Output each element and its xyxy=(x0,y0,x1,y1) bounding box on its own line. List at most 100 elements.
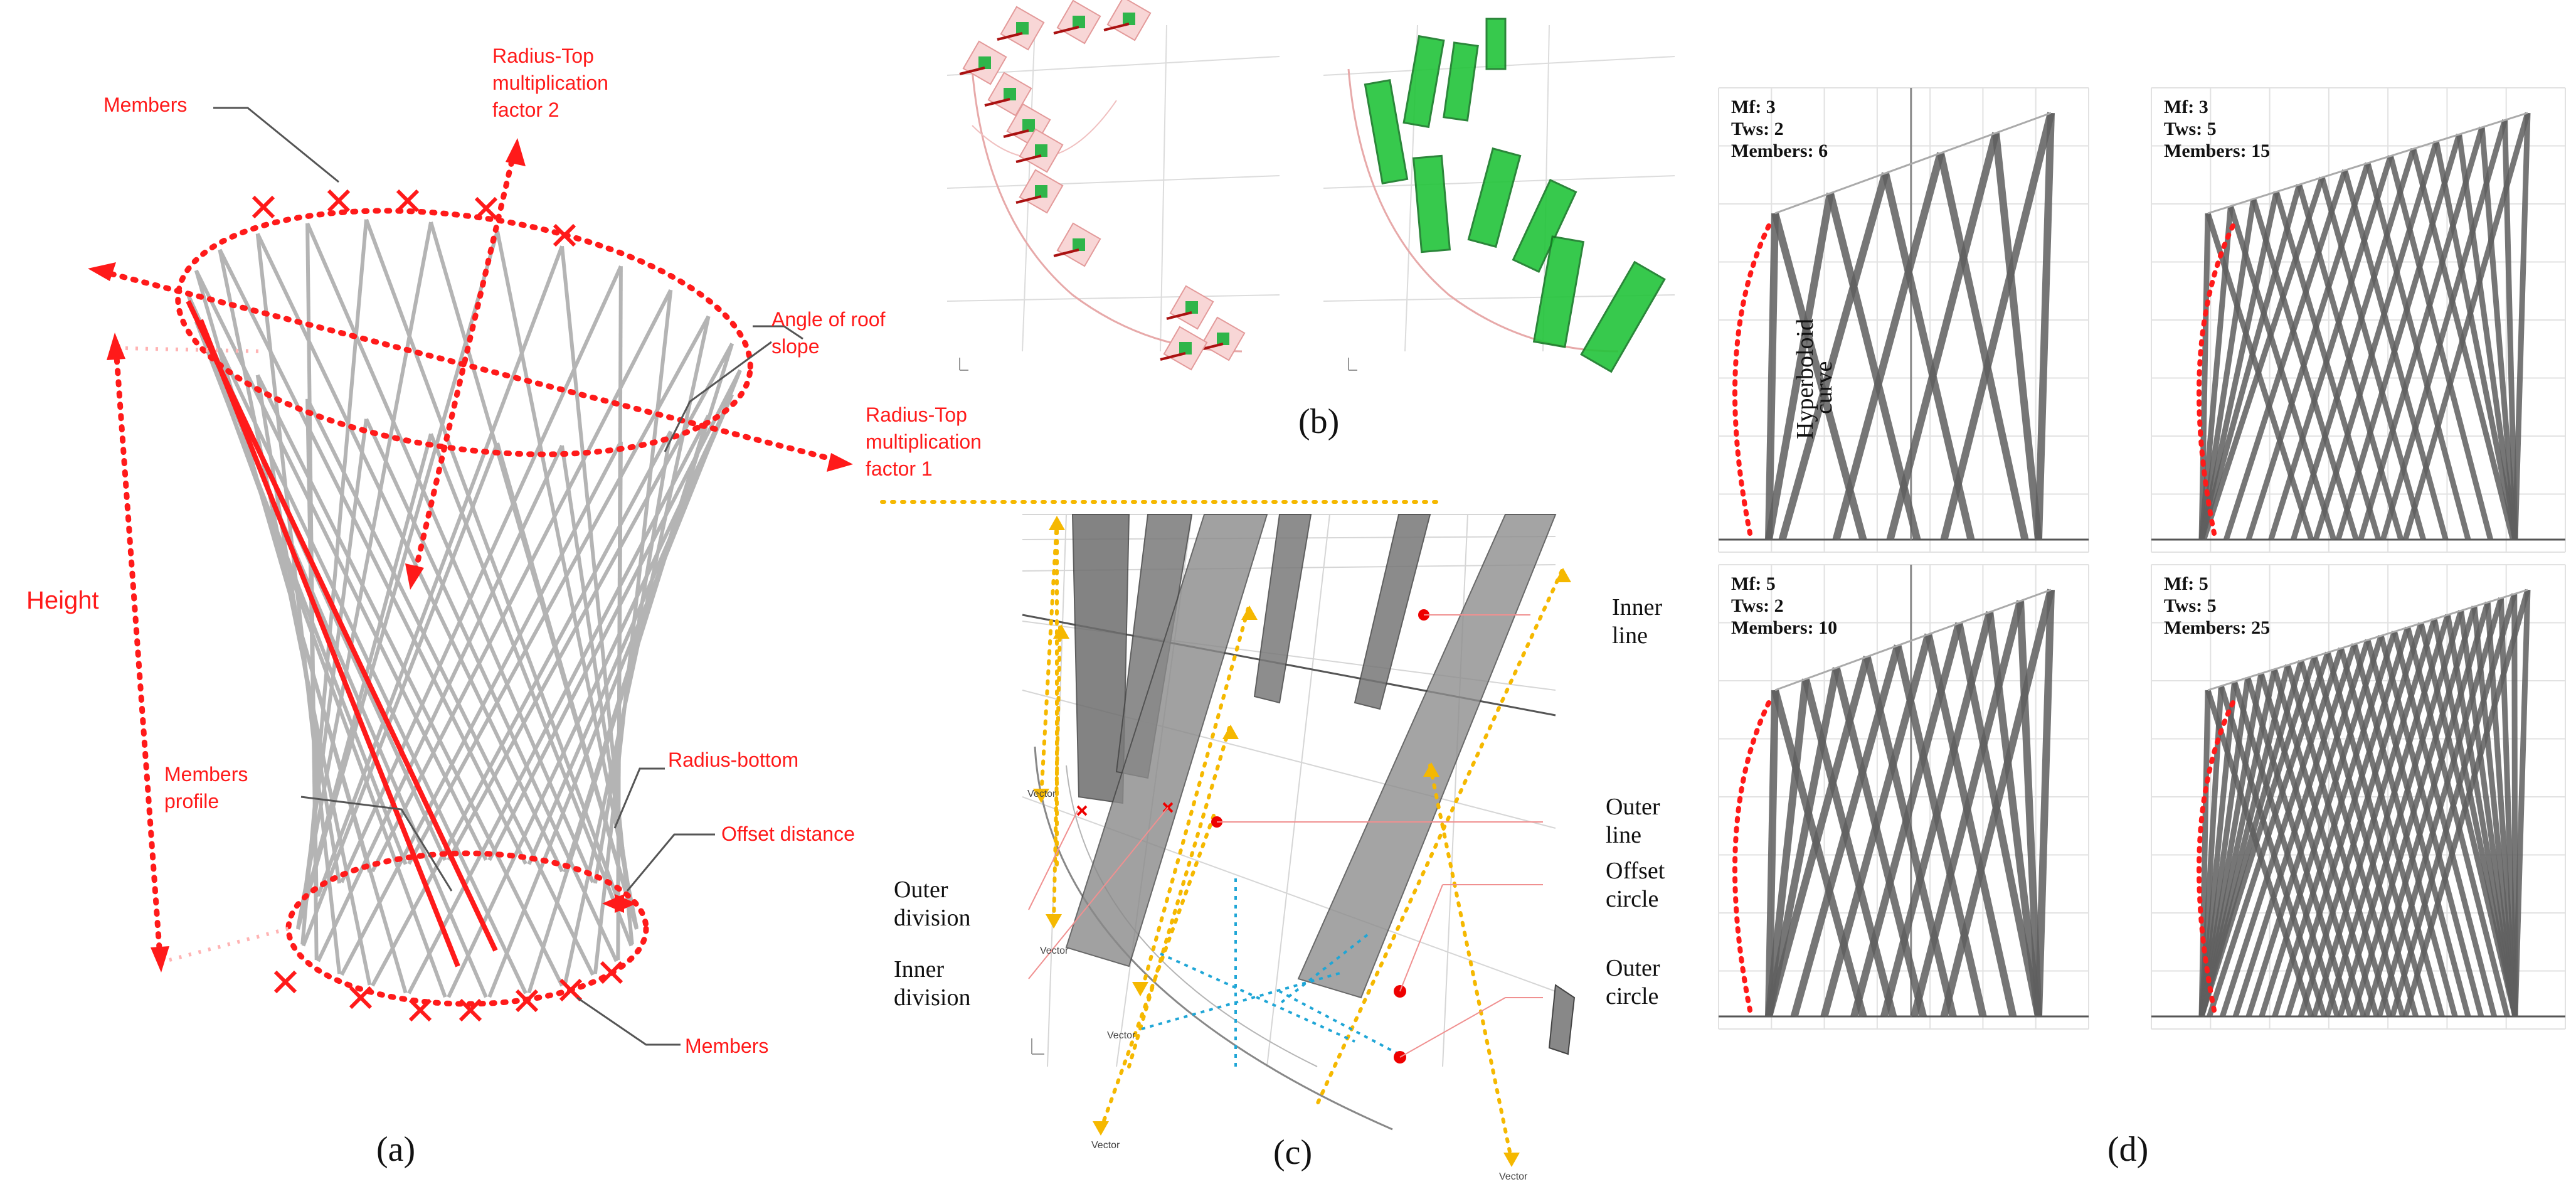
member-line xyxy=(2198,184,2303,541)
label-radius-top-2-line2: multiplication xyxy=(492,72,608,94)
member-line xyxy=(371,289,672,873)
variant-tws: Tws: 2 xyxy=(1731,119,1784,139)
member-line xyxy=(2350,605,2478,1018)
node-vector xyxy=(1015,195,1042,204)
hyperboloid-label: Hyperboloid xyxy=(1792,319,1818,439)
variant-tws: Tws: 5 xyxy=(2164,595,2217,616)
variant-members: Members: 25 xyxy=(2164,617,2270,638)
x-marker-icon xyxy=(600,961,623,984)
member-line xyxy=(2363,601,2491,1018)
caption-c: (c) xyxy=(1273,1133,1312,1172)
member-line xyxy=(2198,656,2318,1018)
arrow-head-icon xyxy=(506,138,526,166)
vector-arrows xyxy=(876,500,1564,1163)
label-radius-top-2-line3: factor 2 xyxy=(492,99,559,121)
green-member xyxy=(1467,147,1522,248)
label-height: Height xyxy=(26,587,99,614)
member-line xyxy=(527,343,734,994)
member-line xyxy=(2224,169,2348,541)
member-line xyxy=(616,266,623,961)
member-line xyxy=(301,230,499,912)
member-line xyxy=(1910,600,2024,1018)
label-inner-division: Inner xyxy=(894,956,945,983)
node-green xyxy=(1035,185,1047,198)
member-line xyxy=(2035,112,2055,540)
green-member xyxy=(1412,154,1451,253)
node-green xyxy=(1217,333,1229,345)
member-line xyxy=(2380,119,2508,541)
variant-mf: Mf: 3 xyxy=(1731,97,1776,117)
arrow-head-icon xyxy=(615,894,637,913)
caption-b: (b) xyxy=(1298,402,1339,441)
member-line xyxy=(2389,593,2518,1018)
hyperboloid-label-2: curve xyxy=(1811,361,1837,414)
green-member xyxy=(1512,179,1577,273)
variant-members: Members: 15 xyxy=(2164,141,2270,161)
member-line xyxy=(429,221,633,912)
member-line xyxy=(296,221,433,929)
node-vector xyxy=(1053,26,1079,35)
green-member xyxy=(1402,35,1445,129)
member-line xyxy=(1765,667,1840,1018)
green-member xyxy=(1364,79,1409,184)
member-line xyxy=(364,218,618,897)
member-line xyxy=(2259,634,2384,1018)
member-line xyxy=(2512,112,2531,540)
vector-label: Vector xyxy=(1040,946,1069,956)
member-line xyxy=(2311,618,2437,1018)
node-green xyxy=(1073,16,1085,28)
label-radius-top-1-line2: multiplication xyxy=(866,430,982,453)
member-line xyxy=(2337,610,2464,1018)
member-line xyxy=(2198,191,2279,540)
member-line xyxy=(2358,126,2485,541)
node-green xyxy=(1073,238,1085,251)
hyperboloid-curve xyxy=(1732,700,1771,1013)
member-line xyxy=(2298,622,2424,1018)
x-marker-icon xyxy=(559,978,583,1002)
node-vector xyxy=(997,32,1023,41)
member-line xyxy=(2402,589,2531,1018)
label-outer-line: Outer xyxy=(1606,794,1660,820)
node-green xyxy=(1179,342,1192,354)
member-line xyxy=(1880,611,1994,1018)
label-radius-top-2: Radius-Top xyxy=(492,45,594,67)
member-line xyxy=(300,219,368,945)
label-members-bottom: Members xyxy=(685,1035,768,1057)
member-line xyxy=(2324,614,2451,1018)
member-line xyxy=(1820,633,1932,1018)
member-line xyxy=(255,233,342,974)
member-line xyxy=(2402,112,2531,541)
member-line xyxy=(2335,133,2462,541)
member-line xyxy=(2198,213,2211,540)
variant-mf: Mf: 3 xyxy=(2164,97,2208,117)
member-line xyxy=(1992,132,2042,540)
panel-a: Members Radius-Top multiplication factor… xyxy=(0,0,982,1194)
node-green xyxy=(1016,22,1029,35)
member-line xyxy=(2232,643,2358,1018)
label-members-profile: Members xyxy=(164,763,248,786)
axis-gizmo-icon xyxy=(1031,1038,1044,1055)
member-line xyxy=(2272,631,2397,1018)
member-line xyxy=(593,289,673,974)
member-line xyxy=(1886,132,2000,541)
variant-tws: Tws: 2 xyxy=(1731,595,1784,616)
member-line xyxy=(1765,690,1779,1017)
member-line xyxy=(2291,147,2417,541)
member-line xyxy=(407,315,711,865)
axis-gizmo-icon xyxy=(959,358,1357,371)
member-line xyxy=(2245,162,2371,541)
variant-members: Members: 10 xyxy=(1731,617,1837,638)
member-line xyxy=(186,294,447,998)
x-marker-icon xyxy=(408,998,432,1022)
member-line xyxy=(2017,600,2042,1017)
label-inner-division-2: division xyxy=(894,984,970,1011)
label-outer-division-2: division xyxy=(894,905,970,931)
member-line xyxy=(2285,626,2411,1018)
node-green xyxy=(1035,144,1047,157)
local-axes xyxy=(1141,878,1399,1067)
member-line xyxy=(2313,141,2439,541)
label-inner-line-2: line xyxy=(1612,622,1648,649)
x-marker-icon xyxy=(474,196,498,220)
